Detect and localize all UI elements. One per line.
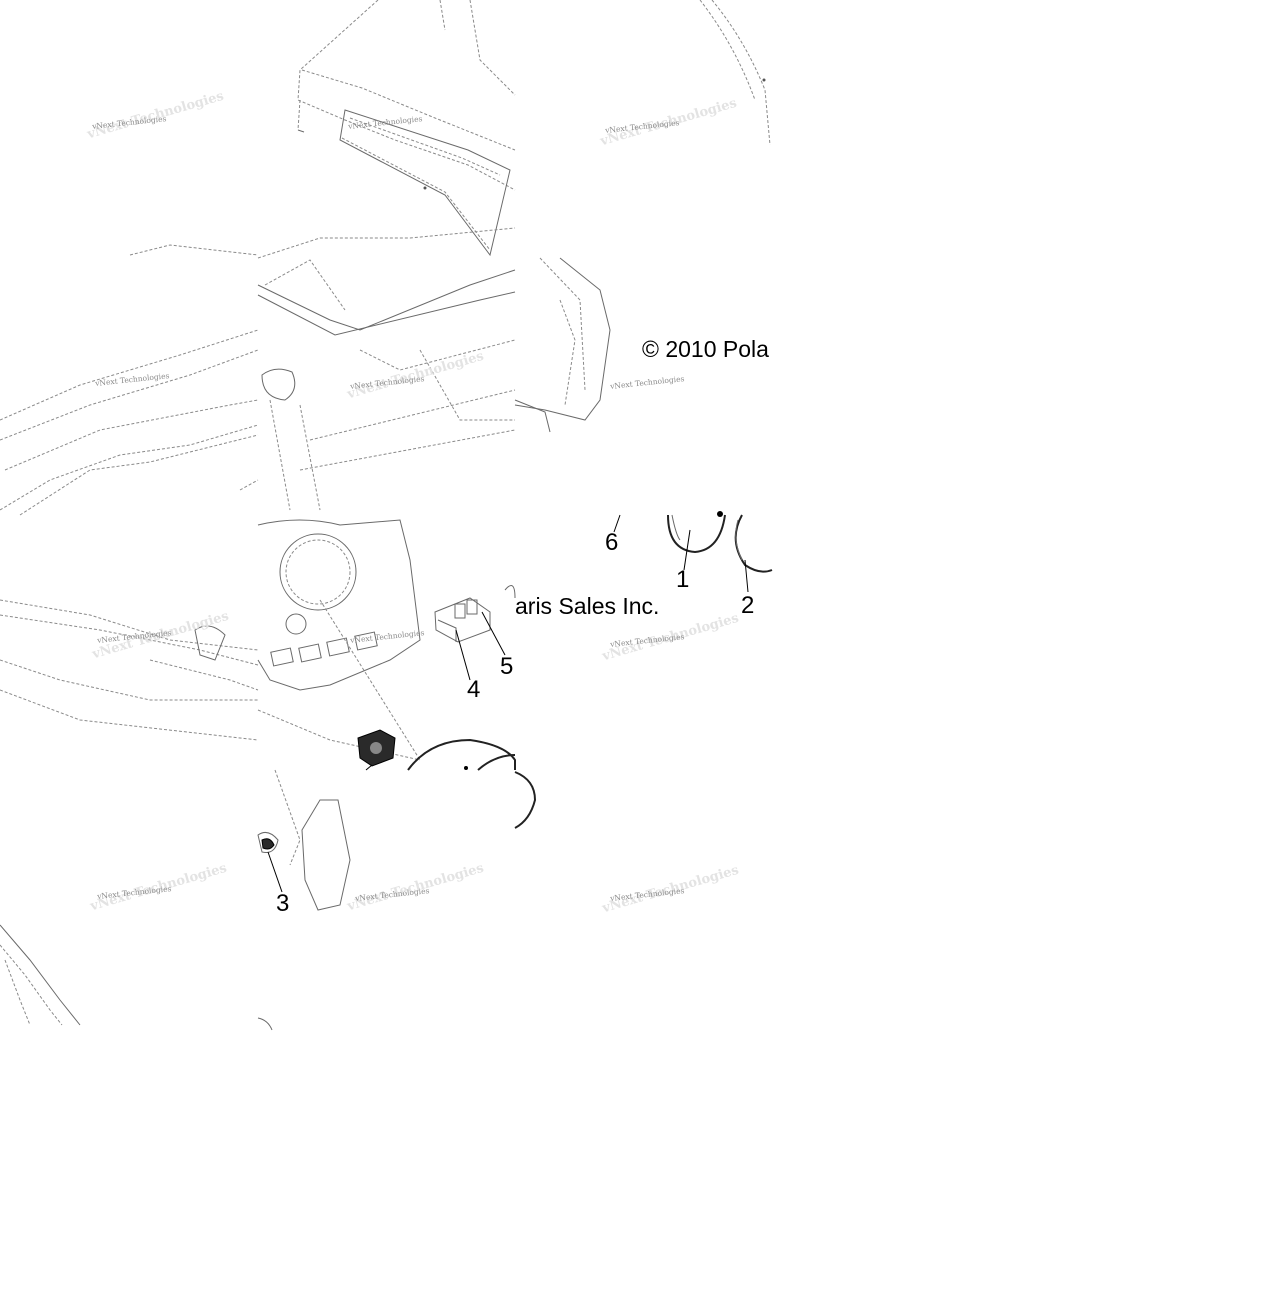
- rocker-switch: [434, 597, 491, 643]
- lower-panel-left: [0, 924, 81, 1026]
- callout-2: 2: [741, 592, 755, 619]
- cap-part: [504, 585, 516, 599]
- callout-1: 1: [676, 566, 690, 593]
- floor-panel-left: [0, 599, 259, 741]
- gauge-ring-2: [734, 514, 773, 573]
- ignition-knob: [357, 729, 396, 767]
- hood-panel: [297, 0, 516, 257]
- copyright-text-part1: © 2010 Pola: [642, 336, 769, 362]
- windshield: [699, 0, 771, 146]
- copyright-text-part2: aris Sales Inc.: [515, 593, 660, 619]
- side-rail-left: [0, 244, 259, 516]
- side-panel-right: [514, 257, 611, 433]
- gauge-ring-1: [667, 511, 726, 554]
- lower-dash-center: [257, 769, 351, 1031]
- callout-4: 4: [467, 676, 481, 703]
- instrument-panel: [257, 519, 421, 761]
- gauge-housings: [407, 738, 537, 829]
- leader-lines: [267, 514, 749, 893]
- callout-3: 3: [276, 890, 290, 917]
- callout-6: 6: [605, 529, 619, 556]
- callout-5: 5: [500, 653, 514, 680]
- dash-frame: [257, 227, 516, 511]
